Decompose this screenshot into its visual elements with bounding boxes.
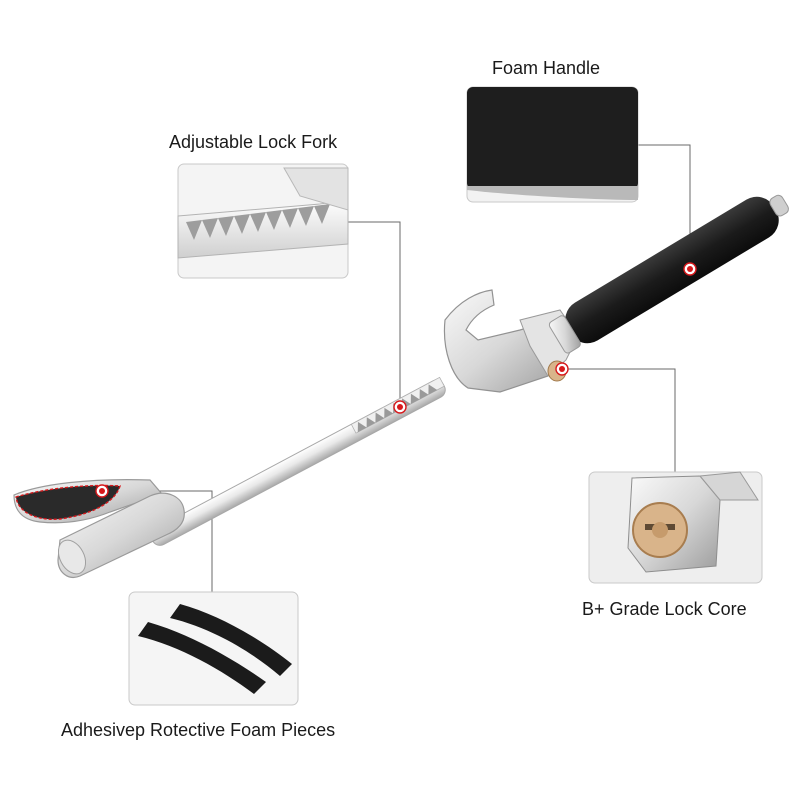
callout-label-foam-handle: Foam Handle bbox=[492, 58, 601, 78]
marker-lock-fork bbox=[393, 400, 407, 414]
foam-strip-lower bbox=[138, 622, 266, 694]
inset-lock-fork bbox=[177, 163, 349, 279]
leader-line-lock-core bbox=[562, 368, 676, 472]
callout-markers bbox=[95, 262, 697, 498]
callout-label-foam-pieces: Adhesivep Rotective Foam Pieces bbox=[61, 720, 336, 740]
foam-handle-grip bbox=[565, 196, 779, 344]
leader-line-foam-handle bbox=[638, 144, 691, 268]
marker-lock-core bbox=[555, 362, 569, 376]
callout-label-lock-core: B+ Grade Lock Core bbox=[582, 599, 747, 619]
marker-foam-pieces bbox=[95, 484, 109, 498]
steering-wheel-lock bbox=[13, 194, 789, 578]
marker-foam-handle bbox=[683, 262, 697, 276]
foam-strip-upper bbox=[170, 604, 292, 676]
callout-label-lock-fork: Adjustable Lock Fork bbox=[169, 132, 338, 152]
inset-foam-pieces bbox=[128, 591, 299, 706]
inset-foam-handle bbox=[466, 86, 639, 203]
lock-fork-end bbox=[13, 479, 185, 578]
leader-line-lock-fork bbox=[348, 221, 401, 406]
inset-lock-core bbox=[588, 471, 763, 584]
